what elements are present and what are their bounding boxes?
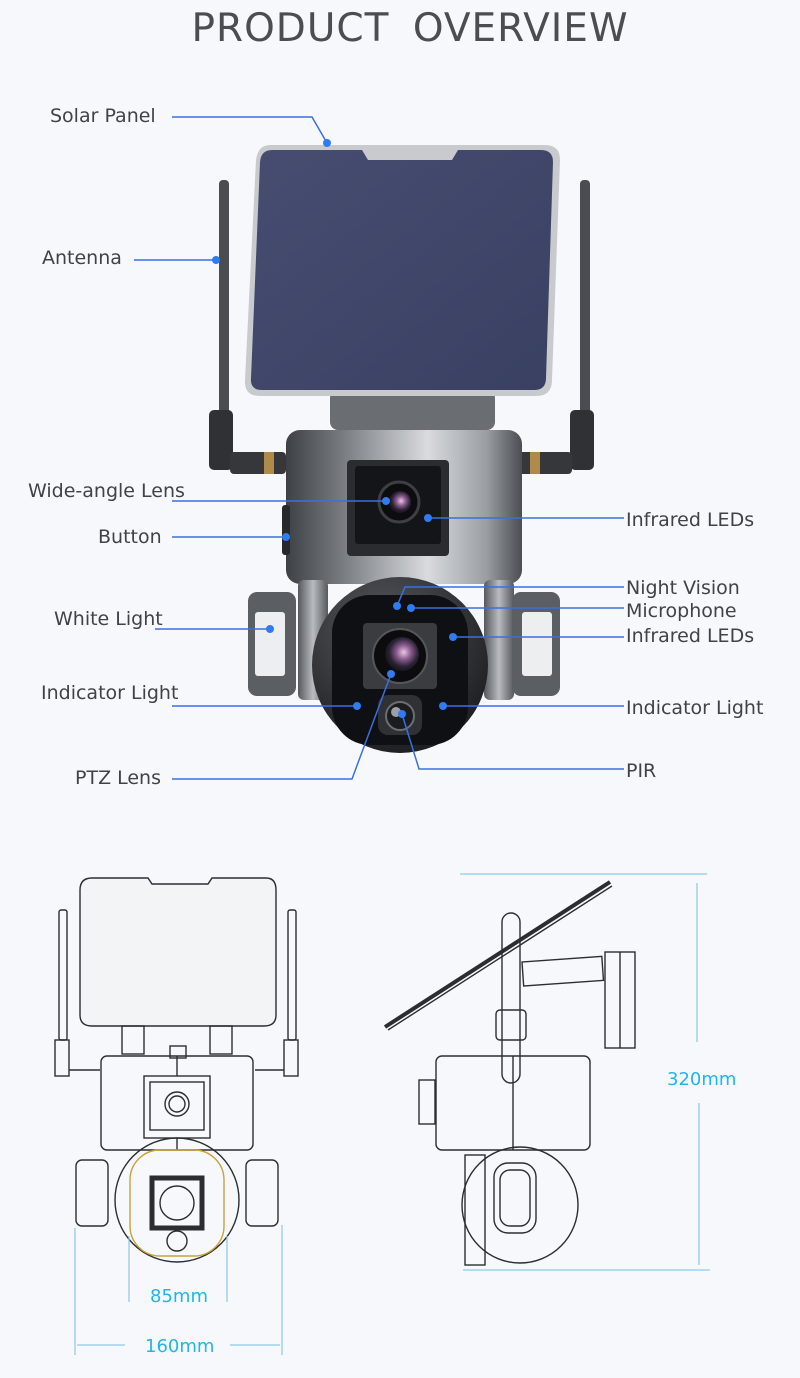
label-button: Button <box>98 526 162 548</box>
label-indicator-light-left: Indicator Light <box>41 682 179 704</box>
label-infrared-leds-bottom: Infrared LEDs <box>626 625 755 647</box>
front-view-drawing <box>54 877 299 1263</box>
callout-lines <box>134 116 624 780</box>
antenna-left <box>209 180 286 474</box>
dimension-inner-width: 85mm <box>150 1286 208 1307</box>
label-wide-angle-lens: Wide-angle Lens <box>28 480 185 502</box>
label-pir: PIR <box>626 760 657 782</box>
label-solar-panel: Solar Panel <box>50 105 156 127</box>
label-white-light: White Light <box>54 608 163 630</box>
dimension-total-width: 160mm <box>145 1336 215 1357</box>
dimension-lines <box>74 873 710 1355</box>
side-view-drawing <box>383 880 636 1266</box>
white-light-left <box>248 592 296 696</box>
label-microphone: Microphone <box>626 600 737 622</box>
label-night-vision: Night Vision <box>626 577 740 599</box>
label-antenna: Antenna <box>42 247 122 269</box>
label-indicator-light-right: Indicator Light <box>626 697 764 719</box>
page-title: PRODUCT OVERVIEW <box>191 6 629 51</box>
white-light-right <box>512 592 560 696</box>
antenna-right <box>516 180 594 474</box>
label-ptz-lens: PTZ Lens <box>75 767 162 789</box>
upper-housing <box>282 430 522 584</box>
label-infrared-leds-top: Infrared LEDs <box>626 509 755 531</box>
callout-dots <box>212 139 457 718</box>
product-render <box>134 116 624 780</box>
dimension-height: 320mm <box>667 1069 737 1090</box>
solar-panel <box>244 145 561 430</box>
